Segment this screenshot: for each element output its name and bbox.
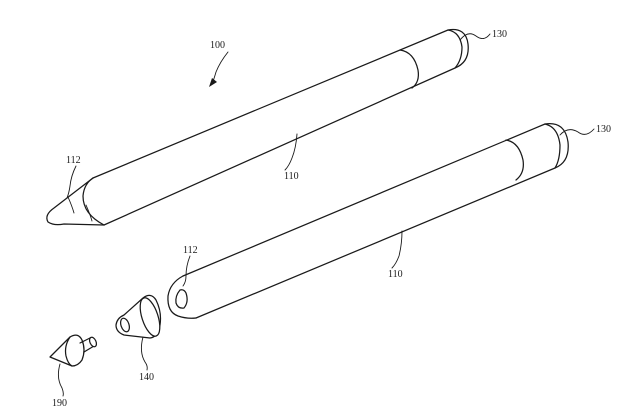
stylus-lower-cap-seam — [505, 139, 524, 181]
ref-130-upper: 130 — [492, 29, 507, 40]
leader-140 — [140, 336, 148, 371]
leader-100-arrow — [211, 51, 229, 85]
nib-part — [49, 334, 98, 367]
stylus-lower-front-recess — [175, 289, 188, 309]
nib-stem — [79, 337, 95, 353]
leader-lines — [57, 33, 595, 397]
stylus-upper — [46, 28, 469, 226]
reference-numerals: 100 130 110 112 130 110 112 140 190 — [52, 29, 611, 409]
stylus-upper-cap-end — [447, 29, 463, 69]
stylus-upper-tip-ring — [82, 177, 105, 226]
ref-110-upper: 110 — [284, 171, 299, 182]
nozzle-rim — [139, 297, 161, 337]
leader-110-upper — [284, 133, 298, 171]
ref-130-lower: 130 — [596, 124, 611, 135]
nib-cone — [49, 334, 85, 367]
leader-130-lower — [559, 128, 595, 136]
stylus-upper-tip-highlight — [67, 196, 75, 214]
ref-190: 190 — [52, 398, 67, 409]
stylus-upper-tip-highlight-2 — [85, 204, 93, 222]
leader-190 — [57, 363, 64, 397]
nib-stem-end — [88, 336, 98, 348]
ref-110-lower: 110 — [388, 269, 403, 280]
stylus-lower-front — [167, 275, 197, 319]
nozzle-part — [115, 294, 162, 339]
stylus-upper-tip — [46, 177, 105, 226]
ref-112-upper: 112 — [66, 155, 81, 166]
stylus-lower-body — [182, 123, 569, 319]
leader-112-lower — [182, 255, 191, 287]
stylus-lower — [167, 123, 569, 319]
stylus-upper-body — [92, 28, 469, 226]
leader-112-upper — [66, 165, 77, 199]
leader-110-lower — [391, 230, 403, 269]
ref-140: 140 — [139, 372, 154, 383]
nozzle-bore — [119, 317, 131, 333]
stylus-upper-cap-seam — [399, 49, 419, 89]
stylus-lower-cap-end — [544, 123, 561, 169]
nib-cone-base — [64, 336, 73, 367]
leader-100-arrowhead — [209, 78, 217, 87]
ref-100: 100 — [210, 40, 225, 51]
leader-130-upper — [459, 33, 491, 41]
ref-112-lower: 112 — [183, 245, 198, 256]
